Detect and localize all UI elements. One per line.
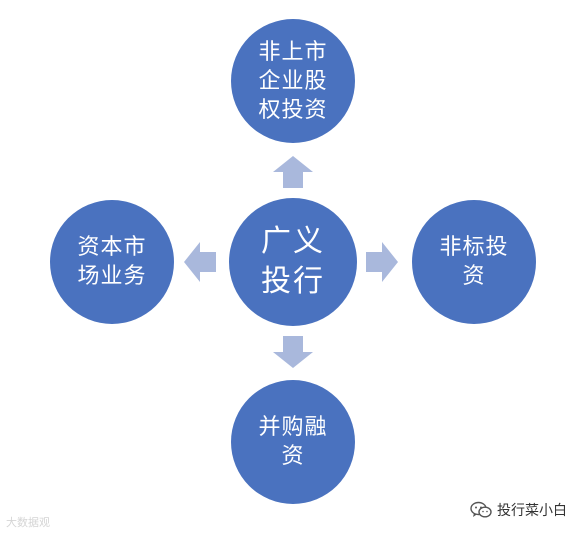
arrow-right-icon [366, 242, 398, 282]
node-label-line: 投行 [261, 264, 325, 299]
node-label-line: 并购融 [258, 415, 328, 440]
node-label-line: 广义 [261, 224, 325, 259]
node-label-line: 资 [462, 264, 486, 289]
node-label-line: 场业务 [77, 264, 147, 289]
node-label-line: 企业股 [258, 68, 328, 94]
node-non-standard-investment: 非标投 资 [412, 200, 536, 324]
node-label-line: 资本市 [77, 235, 147, 260]
watermark-text: 大数据观 [6, 516, 50, 529]
node-label-line: 权投资 [258, 97, 328, 123]
wechat-icon [470, 501, 492, 519]
node-ma-financing: 并购融 资 [231, 380, 355, 504]
arrow-down-icon [273, 336, 313, 368]
source-watermark: 大数据观 [6, 514, 50, 530]
author-watermark: 投行菜小白 [470, 498, 567, 522]
arrow-up-icon [273, 156, 313, 188]
node-label-line: 非标投 [439, 235, 509, 260]
node-label-line: 资 [281, 444, 305, 469]
node-broad-investment-banking: 广义 投行 [229, 198, 357, 326]
arrow-left-icon [184, 242, 216, 282]
watermark-text: 投行菜小白 [497, 503, 567, 519]
node-unlisted-equity-investment: 非上市 企业股 权投资 [231, 19, 355, 143]
node-capital-market-business: 资本市 场业务 [50, 200, 174, 324]
node-label-line: 非上市 [258, 39, 328, 65]
